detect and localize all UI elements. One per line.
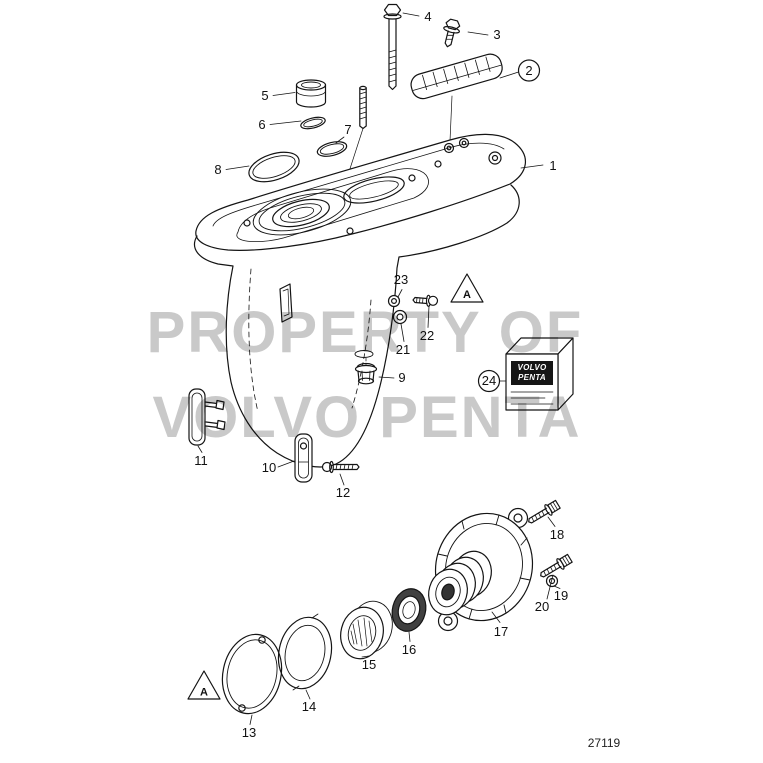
part-o-ring-upper — [300, 116, 326, 130]
part-carrier-screw-lower — [540, 553, 573, 578]
part-washer-23 — [387, 294, 401, 308]
warning-letter-upper: A — [463, 289, 471, 301]
callout-16: 16 — [402, 642, 416, 657]
part-washer-19 — [545, 574, 559, 588]
part-anode — [410, 53, 503, 100]
callout-20: 20 — [535, 599, 549, 614]
part-bracket-anode — [294, 433, 313, 483]
callout-14: 14 — [302, 699, 316, 714]
callout-4: 4 — [424, 9, 431, 24]
kit-box — [505, 337, 574, 411]
part-carrier-screw-upper — [528, 499, 561, 524]
part-bracket-left — [188, 388, 226, 446]
callout-19: 19 — [554, 588, 568, 603]
callout-3: 3 — [493, 27, 500, 42]
callout-21: 21 — [396, 342, 410, 357]
part-long-bolt — [383, 3, 402, 91]
anode-assembly-line — [449, 95, 453, 142]
callout-8: 8 — [214, 162, 221, 177]
callout-23: 23 — [394, 272, 408, 287]
callout-12: 12 — [336, 485, 350, 500]
callout-6: 6 — [258, 117, 265, 132]
kit-box-brand-line-2: PENTA — [518, 373, 546, 382]
drawing-number: 27119 — [588, 736, 621, 750]
watermark-line-2: VOLVO PENTA — [152, 385, 581, 450]
callout-7: 7 — [344, 122, 351, 137]
callout-10: 10 — [262, 460, 276, 475]
part-spacer-ring — [277, 613, 333, 691]
watermark-line-1: PROPERTY OF — [147, 300, 584, 365]
warning-triangle-upper — [450, 273, 484, 303]
part-bracket-screw — [321, 460, 360, 474]
callout-13: 13 — [242, 725, 256, 740]
callout-15: 15 — [362, 657, 376, 672]
part-sealing-ring — [248, 151, 300, 183]
callout-22: 22 — [420, 328, 434, 343]
part-stud — [346, 85, 367, 179]
callout-circle-2 — [517, 59, 541, 82]
callout-9: 9 — [398, 370, 405, 385]
warning-letter-lower: A — [200, 687, 208, 699]
callout-18: 18 — [550, 527, 564, 542]
part-anode-screw — [443, 18, 461, 48]
part-shim-ring — [221, 633, 283, 715]
part-bearing-carrier — [428, 507, 534, 632]
warning-triangle-lower — [187, 670, 221, 700]
part-screw-22 — [412, 294, 439, 307]
callout-circle-24 — [477, 369, 501, 393]
callout-5: 5 — [261, 88, 268, 103]
part-gearcase-housing — [193, 133, 526, 468]
part-seal-ring — [391, 588, 427, 632]
callout-24: 24 — [482, 373, 496, 388]
part-washer-21 — [392, 309, 408, 325]
part-o-ring-lower — [316, 141, 348, 157]
kit-box-brand-line-1: VOLVO — [517, 363, 547, 372]
callout-17: 17 — [494, 624, 508, 639]
callout-labels: 1 2 3 4 5 6 7 8 9 10 11 12 13 14 15 16 1… — [194, 9, 568, 740]
watermark: PROPERTY OF VOLVO PENTA — [147, 300, 584, 450]
part-bearing-bushing — [340, 600, 393, 660]
part-plug — [354, 362, 378, 385]
callout-11: 11 — [194, 453, 208, 468]
callout-leader-lines — [197, 12, 561, 725]
part-bushing — [295, 79, 327, 108]
callout-2: 2 — [525, 63, 532, 78]
callout-1: 1 — [549, 158, 556, 173]
